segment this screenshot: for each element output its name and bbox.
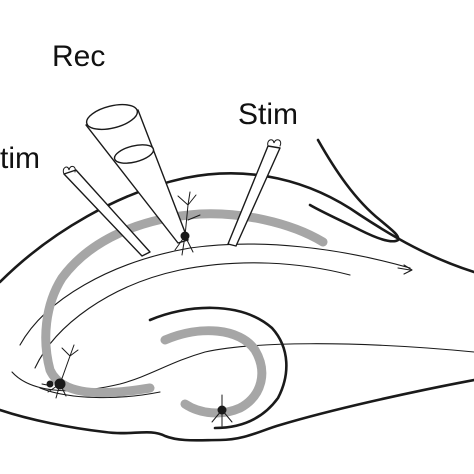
stimulating-electrode-left [62, 165, 151, 257]
dentate-granule-neuron [211, 394, 233, 427]
projection-arrowhead [403, 264, 413, 275]
dentate-gyrus-cell-layer [160, 326, 267, 418]
dentate-fold-outline [148, 306, 288, 430]
stim-label-left-partial: tim [0, 142, 40, 175]
rec-label: Rec [52, 40, 105, 73]
projection-arrow [397, 267, 411, 271]
stim-label-right: Stim [238, 98, 298, 131]
fiber-tract-alveus [11, 343, 474, 392]
ventricle-flap [308, 138, 400, 243]
tissue-outline-lower [0, 378, 474, 442]
ca1-neuron [174, 191, 201, 256]
ca3-neuron [41, 344, 79, 399]
recording-electrode [85, 103, 189, 244]
stimulating-electrode-right [227, 139, 282, 247]
fiber-tract-lower [39, 387, 161, 399]
fiber-tract-inner [34, 262, 351, 369]
